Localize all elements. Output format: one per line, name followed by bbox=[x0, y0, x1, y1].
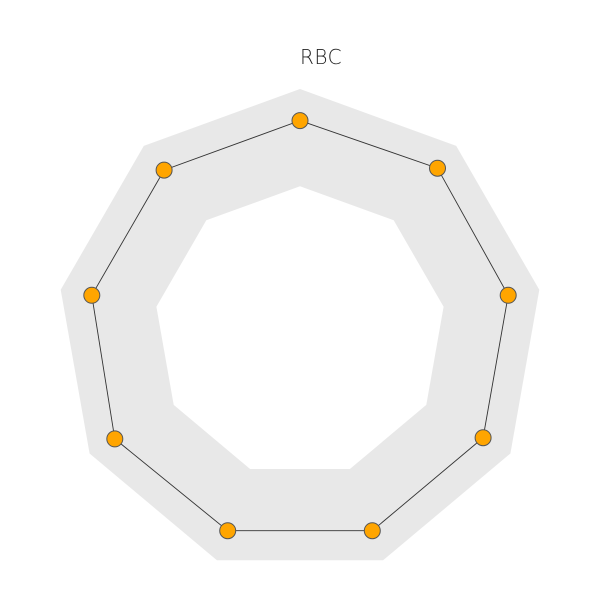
series-line bbox=[91, 120, 509, 532]
data-point-5[interactable] bbox=[363, 522, 381, 540]
reference-band bbox=[60, 89, 540, 561]
data-point-8[interactable] bbox=[83, 286, 101, 304]
data-point-7[interactable] bbox=[106, 430, 124, 448]
data-point-1[interactable] bbox=[291, 112, 309, 130]
data-point-4[interactable] bbox=[474, 429, 492, 447]
data-point-9[interactable] bbox=[155, 161, 173, 179]
data-point-3[interactable] bbox=[499, 286, 517, 304]
band-ring bbox=[60, 89, 540, 561]
chart-title: RBC bbox=[300, 45, 342, 69]
data-point-2[interactable] bbox=[429, 159, 446, 177]
data-point-6[interactable] bbox=[219, 522, 237, 540]
series-line-group bbox=[91, 120, 509, 532]
series-marker-group bbox=[83, 112, 517, 540]
